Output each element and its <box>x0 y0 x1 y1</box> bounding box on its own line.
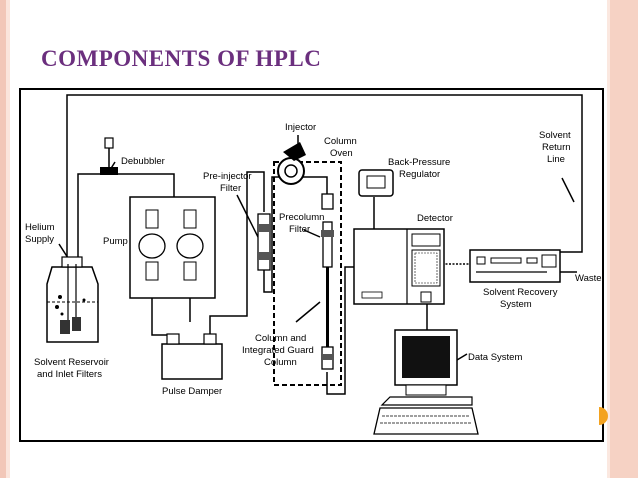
label-solvent-return-3: Line <box>547 154 565 165</box>
column-oven-box <box>273 161 342 386</box>
slide-right-border-inner <box>607 0 610 478</box>
label-injector: Injector <box>285 122 316 133</box>
label-pulse-damper: Pulse Damper <box>162 386 222 397</box>
label-precolumn-2: Filter <box>289 224 310 235</box>
label-helium-1: Helium <box>25 222 55 233</box>
label-pre-injector-2: Filter <box>220 183 241 194</box>
label-back-pressure-2: Regulator <box>399 169 440 180</box>
hplc-diagram: Injector Column Oven Solvent Return Line… <box>19 88 604 442</box>
pump-to-damper-line <box>151 298 170 336</box>
detector <box>353 228 445 305</box>
pulse-damper <box>161 333 223 380</box>
label-pump: Pump <box>103 236 128 247</box>
back-pressure-regulator <box>358 169 394 197</box>
solvent-recovery-system <box>469 249 561 283</box>
filter-to-injector-line <box>263 176 282 293</box>
pre-injector-filter <box>257 213 271 271</box>
label-precolumn-1: Precolumn <box>279 212 324 223</box>
data-system-pointer <box>456 353 468 361</box>
solvent-return-pointer <box>561 177 575 203</box>
slide-title: COMPONENTS OF HPLC <box>41 46 322 71</box>
column <box>321 193 334 370</box>
solvent-return-line <box>66 94 583 257</box>
guard-pointer <box>295 301 321 323</box>
hplc-diagram-svg: Injector Column Oven Solvent Return Line… <box>25 94 602 435</box>
label-solvent-return-2: Return <box>542 142 571 153</box>
label-recovery-1: Solvent Recovery <box>483 287 558 298</box>
injector <box>277 142 306 185</box>
debubbler <box>100 137 118 175</box>
label-reservoir-2: and Inlet Filters <box>37 369 102 380</box>
slide-left-border <box>0 0 6 478</box>
debubbler-line <box>77 173 175 257</box>
precolumn-pointer <box>303 229 321 238</box>
slide-left-border-inner <box>6 0 10 478</box>
label-back-pressure-1: Back-Pressure <box>388 157 450 168</box>
label-guard-2: Integrated Guard <box>242 345 314 356</box>
slide-right-border <box>610 0 638 478</box>
label-column-oven-2: Oven <box>330 148 353 159</box>
pump <box>129 196 216 299</box>
label-guard-1: Column and <box>255 333 306 344</box>
column-to-detector-line <box>326 266 354 395</box>
label-data-system: Data System <box>468 352 522 363</box>
label-waste: Waste <box>575 273 602 284</box>
label-reservoir-1: Solvent Reservoir <box>34 357 109 368</box>
label-pre-injector-1: Pre-injector <box>203 171 252 182</box>
solvent-reservoir <box>46 256 99 343</box>
helium-pointer <box>58 243 69 259</box>
label-helium-2: Supply <box>25 234 54 245</box>
label-recovery-2: System <box>500 299 532 310</box>
damper-to-filter-line <box>209 171 265 335</box>
label-guard-3: Column <box>264 357 297 368</box>
label-column-oven-1: Column <box>324 136 357 147</box>
accent-dot <box>599 407 608 425</box>
pre-injector-pointer <box>236 194 259 238</box>
data-system <box>373 329 479 435</box>
label-solvent-return-1: Solvent <box>539 130 571 141</box>
label-detector: Detector <box>417 213 453 224</box>
label-debubbler: Debubbler <box>121 156 165 167</box>
injector-to-column-line <box>298 176 328 197</box>
